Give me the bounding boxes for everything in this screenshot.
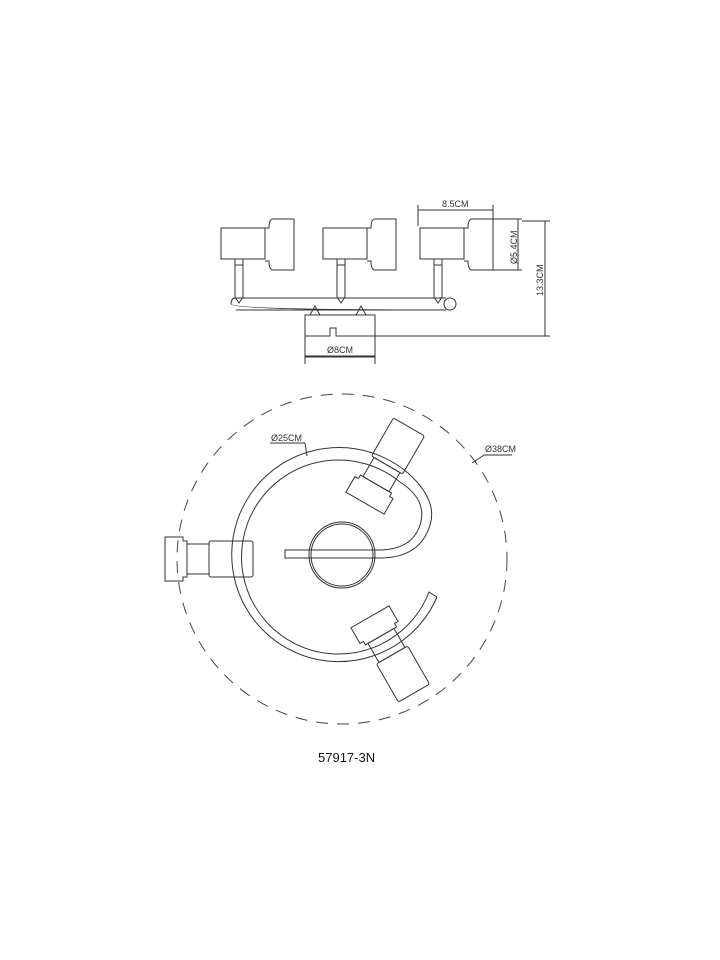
overall-diameter-circle xyxy=(176,393,508,725)
lamp-head-upper xyxy=(345,415,429,515)
arm-diameter-leader xyxy=(270,442,308,457)
center-base xyxy=(308,521,376,589)
lamp-head-2 xyxy=(322,218,397,304)
dim-base-diameter-label: Ø8CM xyxy=(327,345,353,355)
bar-end-cap xyxy=(443,297,457,311)
dim-head-diameter xyxy=(493,218,522,271)
dim-head-width-label: 8.5CM xyxy=(442,199,469,209)
top-view: Ø25CM Ø38CM xyxy=(164,393,516,725)
arm-diameter-label: Ø25CM xyxy=(271,433,302,443)
dim-head-width xyxy=(417,205,494,226)
dim-total-height xyxy=(375,220,550,337)
overall-diameter-label: Ø38CM xyxy=(485,444,516,454)
base-connectors xyxy=(309,304,367,316)
dim-total-height-label: 13.3CM xyxy=(535,264,545,296)
model-number: 57917-3N xyxy=(318,750,375,765)
curved-arm xyxy=(231,447,438,663)
dim-base-diameter xyxy=(304,355,376,364)
mounting-bar xyxy=(230,297,447,311)
lamp-head-3 xyxy=(419,218,494,304)
lamp-head-1 xyxy=(220,218,295,304)
lamp-head-lower xyxy=(350,605,434,705)
dim-head-diameter-label: Ø5.4CM xyxy=(509,230,519,264)
overall-diameter-leader xyxy=(471,454,512,464)
side-view: 8.5CM Ø5.4CM 13.3CM Ø8CM xyxy=(220,199,550,364)
